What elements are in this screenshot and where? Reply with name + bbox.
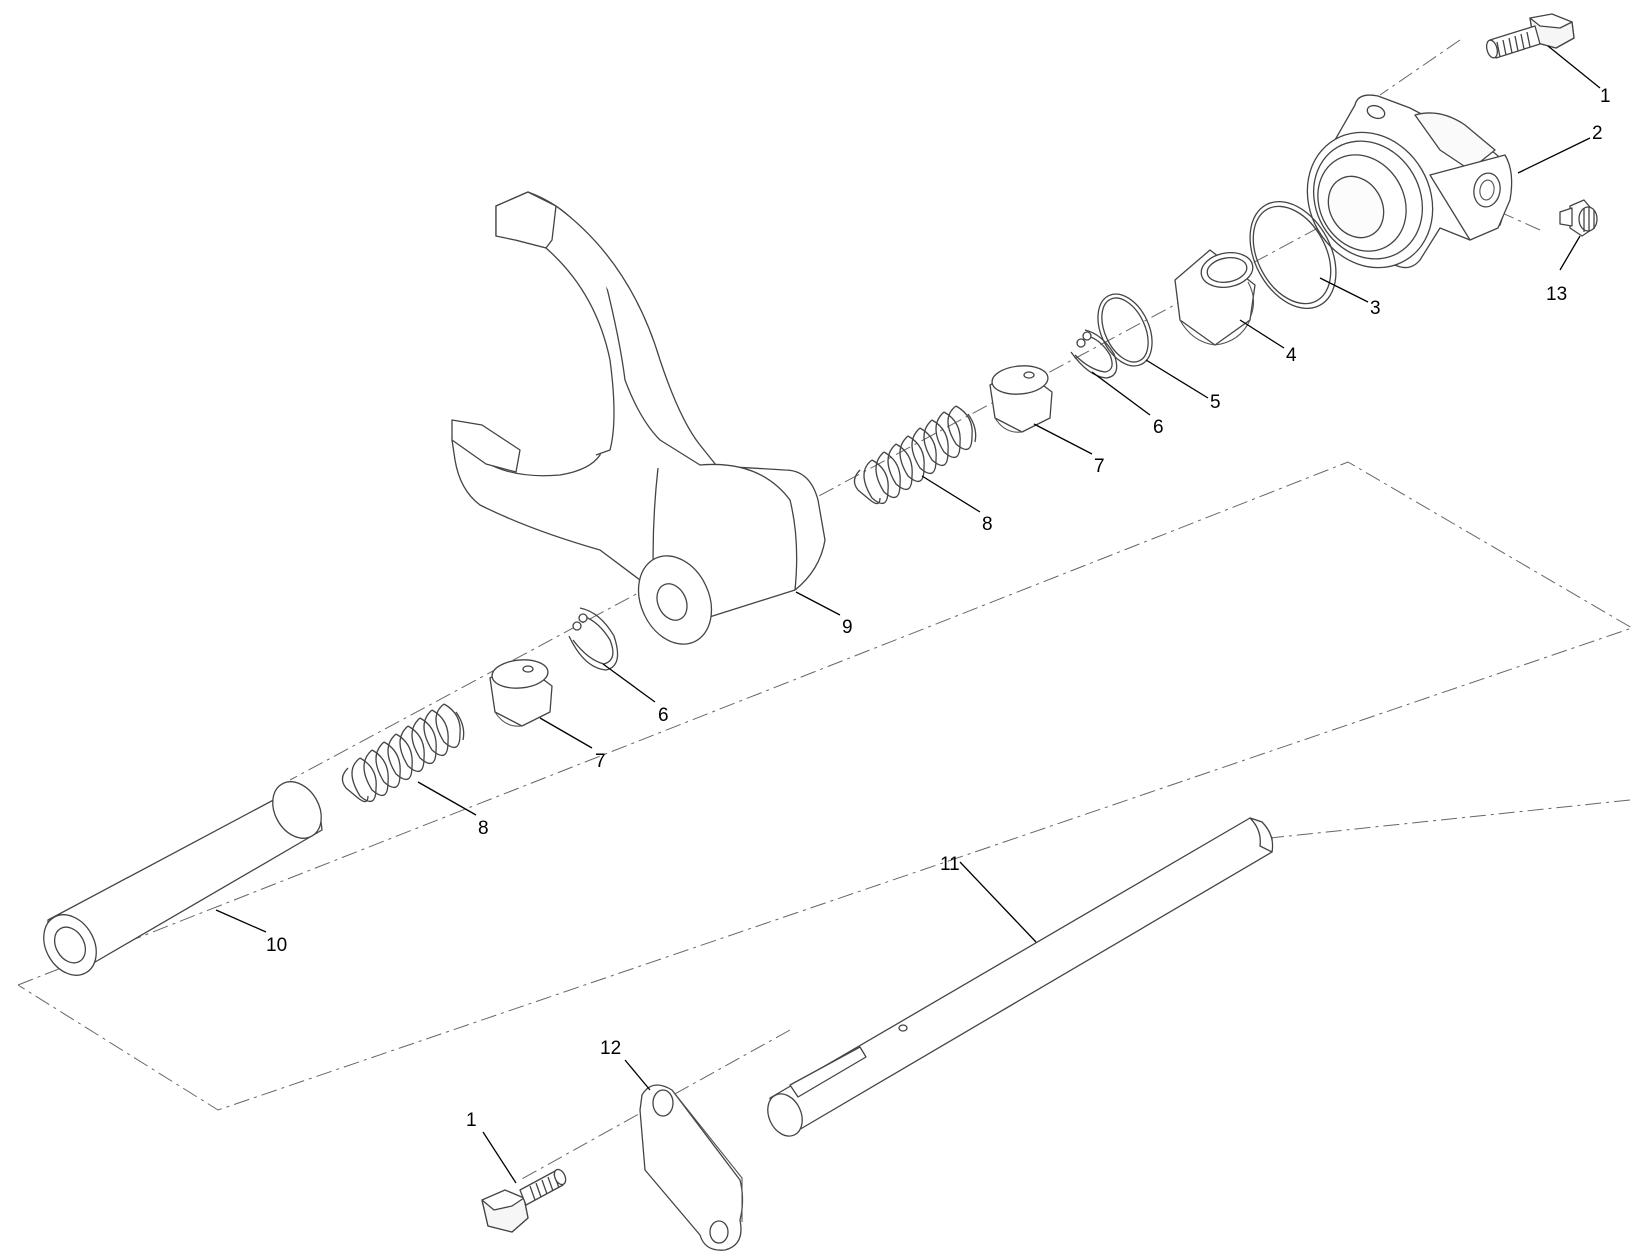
spring-upper — [853, 405, 977, 505]
callout-4: 4 — [1286, 345, 1297, 366]
sleeve-tube — [43, 781, 323, 976]
leader-1-top — [1547, 45, 1601, 89]
ring-5 — [1097, 293, 1153, 367]
callout-labels: 1 2 13 3 4 5 6 7 8 9 6 7 8 10 11 12 1 — [266, 86, 1611, 1131]
leader-13 — [1559, 235, 1581, 271]
callout-2: 2 — [1592, 123, 1603, 144]
callout-7-upper: 7 — [1094, 456, 1105, 477]
o-ring — [1249, 200, 1337, 310]
leader-8-upper — [921, 475, 981, 513]
retaining-ring-lower — [568, 607, 619, 671]
leader-7-upper — [1033, 423, 1093, 455]
bushing — [1174, 249, 1256, 346]
housing — [1306, 94, 1513, 269]
shaft-centerline-extension — [1269, 799, 1631, 839]
leader-11 — [959, 861, 1037, 943]
shift-fork — [451, 191, 826, 645]
retaining-ring-upper — [1070, 329, 1118, 379]
leader-4 — [1239, 319, 1285, 349]
callout-13: 13 — [1546, 284, 1567, 305]
bolt-centerline-top — [1379, 39, 1461, 96]
callout-3: 3 — [1370, 298, 1381, 319]
retainer-plate — [639, 1084, 744, 1251]
callout-1-lower: 1 — [466, 1110, 477, 1131]
plug — [1559, 199, 1598, 237]
callout-9: 9 — [842, 617, 853, 638]
callout-10: 10 — [266, 935, 287, 956]
leader-6-upper — [1091, 371, 1151, 416]
leader-7-lower — [539, 717, 593, 749]
callout-5: 5 — [1210, 392, 1221, 413]
bolt-top — [1485, 13, 1575, 59]
callout-8-lower: 8 — [478, 818, 489, 839]
bolt-lower — [481, 1168, 567, 1233]
leader-1-lower — [482, 1131, 517, 1184]
leader-5 — [1145, 359, 1209, 399]
spring-lower — [341, 703, 465, 803]
leader-3 — [1319, 277, 1369, 303]
leader-lines — [215, 45, 1601, 1184]
leader-2 — [1517, 137, 1591, 174]
shaft — [767, 817, 1274, 1137]
leader-10 — [215, 909, 267, 933]
callout-6-upper: 6 — [1153, 417, 1164, 438]
callout-1-top: 1 — [1600, 86, 1611, 107]
leader-8-lower — [417, 781, 477, 816]
leader-6-lower — [602, 663, 656, 703]
subassembly-boundary — [17, 461, 1634, 1111]
callout-12: 12 — [600, 1038, 621, 1059]
callout-11: 11 — [940, 854, 960, 875]
callout-6-lower: 6 — [658, 705, 669, 726]
collar-lower — [489, 659, 553, 727]
collar-upper — [989, 365, 1053, 433]
leader-9 — [795, 591, 841, 616]
callout-7-lower: 7 — [595, 751, 606, 772]
leader-12 — [624, 1059, 651, 1091]
callout-8-upper: 8 — [982, 514, 993, 535]
